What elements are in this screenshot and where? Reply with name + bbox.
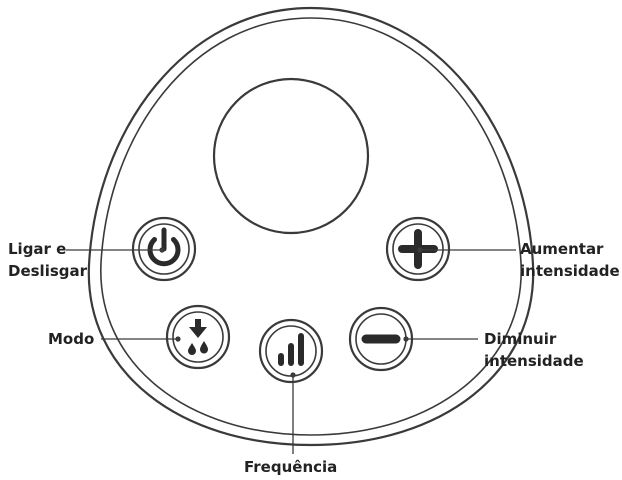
leader-lines: [66, 247, 516, 454]
device-inner-outline: [100, 17, 522, 436]
central-display: [212, 77, 370, 235]
label-frequency-text: Frequência: [244, 458, 338, 476]
label-decrease-line1: Diminuir: [484, 330, 557, 348]
label-power-line1: Ligar e: [8, 240, 67, 258]
label-power-line2: Deslisgar: [8, 262, 88, 280]
decrease-intensity-button[interactable]: [348, 306, 414, 372]
label-increase-line2: intensidade: [520, 262, 620, 280]
frequency-button[interactable]: [258, 318, 324, 384]
power-leader: [66, 247, 165, 253]
mode-button[interactable]: [165, 304, 231, 370]
label-mode-text: Modo: [48, 330, 95, 348]
decrease-leader: [403, 336, 478, 342]
label-increase-line1: Aumentar: [520, 240, 604, 258]
label-frequency: Frequência: [244, 456, 337, 478]
label-power: Ligar e Deslisgar: [8, 238, 87, 282]
increase-leader: [417, 247, 516, 253]
label-decrease-line2: intensidade: [484, 352, 584, 370]
signal-bars-icon: [278, 333, 304, 366]
power-icon: [147, 227, 181, 267]
mode-leader: [101, 336, 181, 342]
label-decrease: Diminuir intensidade: [484, 328, 584, 372]
arrow-droplets-icon: [188, 319, 208, 355]
label-increase: Aumentar intensidade: [520, 238, 620, 282]
frequency-leader: [290, 372, 296, 454]
label-mode: Modo: [48, 328, 94, 350]
